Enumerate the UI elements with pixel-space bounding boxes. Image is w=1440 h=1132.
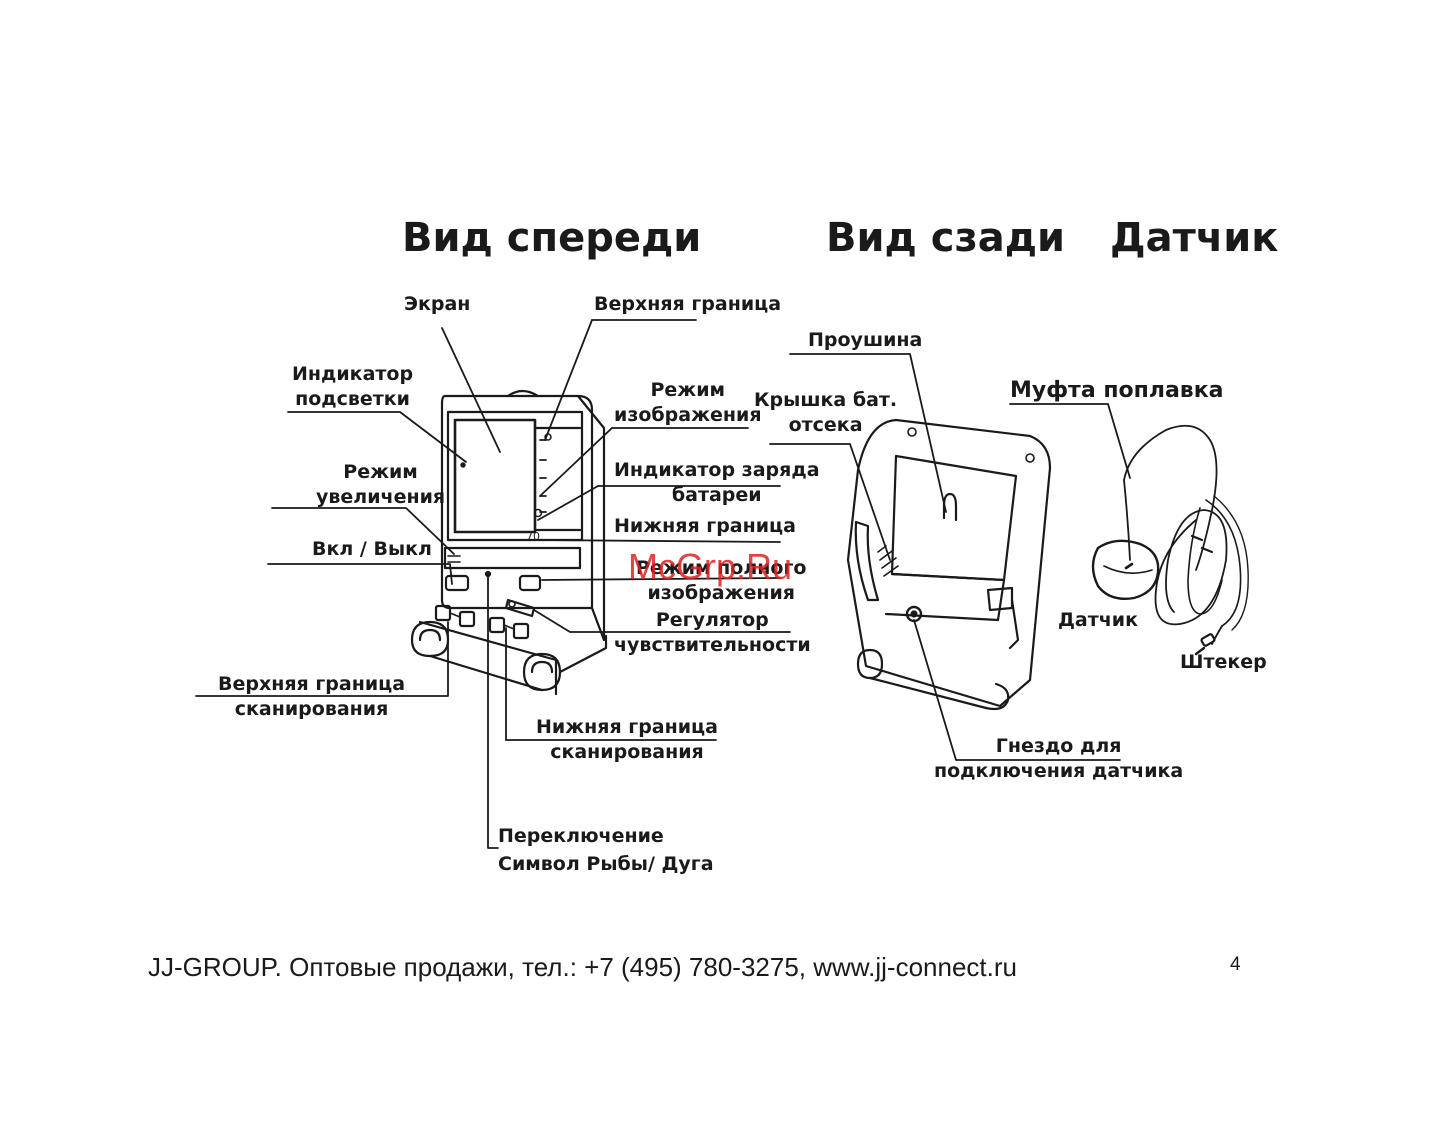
label-line: Режим xyxy=(343,461,418,483)
label-screen: Экран xyxy=(404,293,471,315)
label-line: Режим полного xyxy=(636,557,807,579)
front-leader-lines xyxy=(195,319,791,849)
label-line: Нижняя граница xyxy=(536,716,718,738)
label-line: увеличения xyxy=(316,486,446,508)
label-line: Регулятор xyxy=(655,609,769,631)
label-line: отсека xyxy=(788,414,863,436)
label-upper-limit: Верхняя граница xyxy=(594,293,782,315)
label-line: Переключение xyxy=(498,825,664,847)
label-line: сканирования xyxy=(234,698,389,720)
label-line: сканирования xyxy=(550,741,704,763)
label-battery-indicator: Индикатор заряда батареи xyxy=(614,458,820,508)
label-plug: Штекер xyxy=(1180,651,1267,673)
label-line: Режим xyxy=(650,379,726,401)
label-line: Символ Рыбы/ Дуга xyxy=(498,853,714,875)
watermark: McGrp.Ru xyxy=(628,546,793,587)
back-device-illustration xyxy=(846,418,1052,711)
heading-back-view: Вид сзади xyxy=(826,215,1066,261)
label-sensor: Датчик xyxy=(1058,609,1139,631)
back-leader-lines xyxy=(769,353,1121,761)
footer-contact: JJ-GROUP. Оптовые продажи, тел.: +7 (495… xyxy=(148,952,1017,982)
label-power: Вкл / Выкл xyxy=(312,538,432,560)
front-device-illustration: 70 xyxy=(410,389,608,696)
label-line: Гнездо для xyxy=(995,735,1122,757)
svg-text:70: 70 xyxy=(526,530,540,543)
label-float-coupling: Муфта поплавка xyxy=(1010,378,1224,403)
label-lower-limit: Нижняя граница xyxy=(614,515,796,537)
label-image-mode: Режим изображения xyxy=(614,378,762,428)
label-line: батареи xyxy=(671,484,762,506)
label-line: изображения xyxy=(614,404,762,426)
label-sensor-socket: Гнездо для подключения датчика xyxy=(934,734,1183,784)
heading-front-view: Вид спереди xyxy=(402,215,702,261)
label-line: подключения датчика xyxy=(934,760,1184,782)
label-lug: Проушина xyxy=(808,329,923,351)
label-sensitivity: Регулятор чувствительности xyxy=(614,608,811,658)
label-line: Верхняя граница xyxy=(218,673,406,695)
label-zoom-mode: Режим увеличения xyxy=(316,460,445,510)
label-battery-cover: Крышка бат. отсека xyxy=(754,388,897,438)
label-backlight-indicator: Индикатор подсветки xyxy=(292,362,413,412)
label-scan-lower: Нижняя граница сканирования xyxy=(536,715,718,765)
label-fish-arc-switch: Переключение Символ Рыбы/ Дуга xyxy=(498,822,714,878)
label-line: подсветки xyxy=(295,388,410,410)
label-line: чувствительности xyxy=(614,634,811,656)
label-scan-upper: Верхняя граница сканирования xyxy=(218,672,405,722)
label-line: изображения xyxy=(647,582,795,604)
heading-sensor: Датчик xyxy=(1110,215,1279,261)
label-line: Индикатор заряда xyxy=(614,459,820,481)
sensor-illustration xyxy=(1009,403,1249,656)
label-full-image-mode: Режим полного изображения xyxy=(636,556,806,606)
label-line: Индикатор xyxy=(292,363,414,385)
page-number: 4 xyxy=(1230,954,1241,975)
label-line: Крышка бат. xyxy=(754,389,898,411)
